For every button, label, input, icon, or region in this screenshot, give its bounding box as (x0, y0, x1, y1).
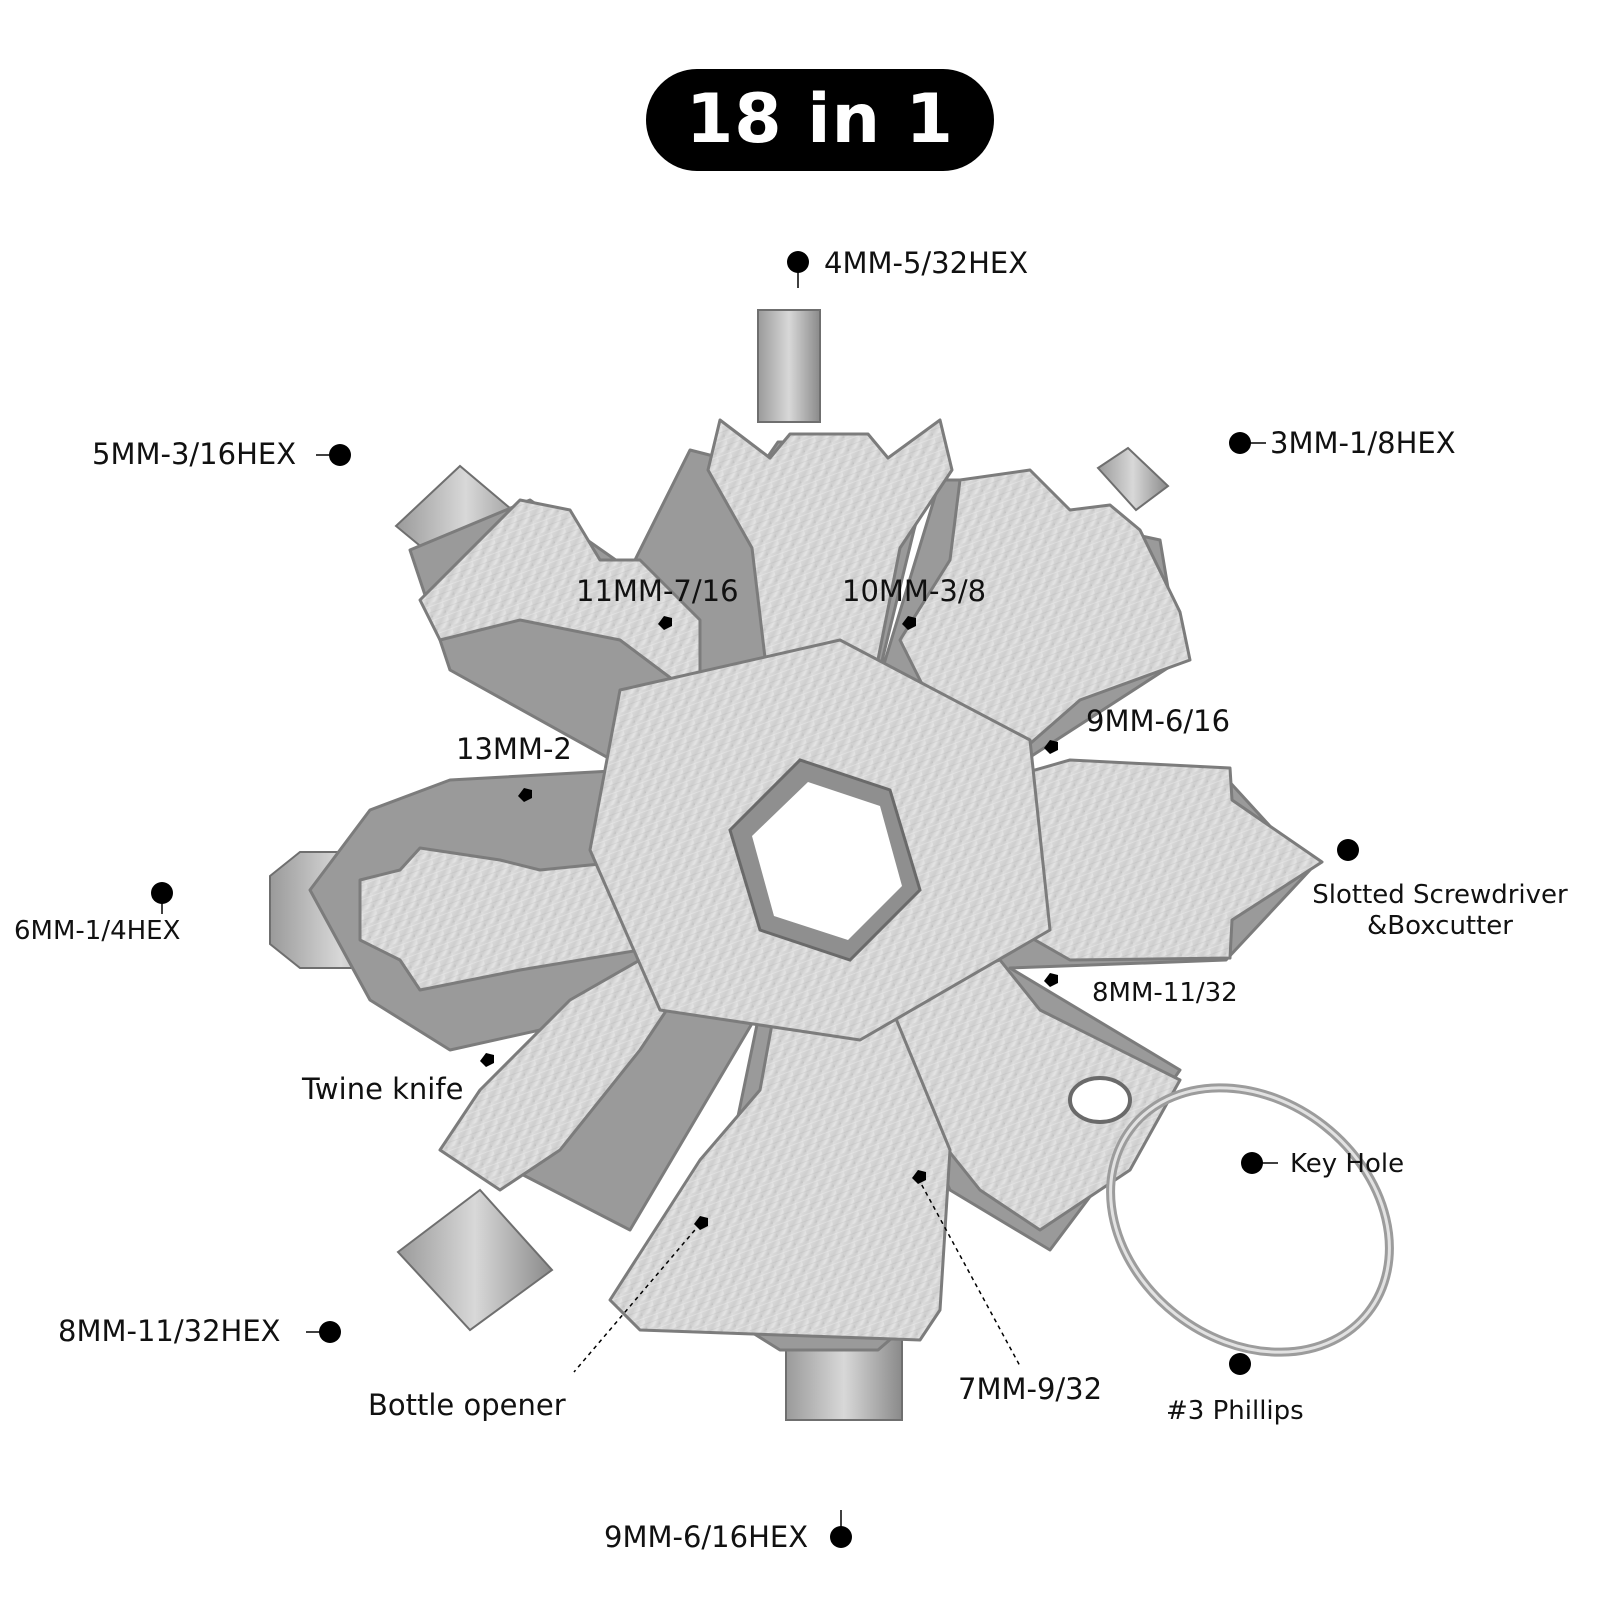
title-badge: 18 in 1 (646, 69, 994, 171)
label-8mm-hex: 8MM-11/32HEX (58, 1314, 281, 1348)
label-5mm-hex: 5MM-3/16HEX (92, 437, 297, 471)
label-6mm-hex: 6MM-1/4HEX (14, 916, 181, 946)
label-bottle-opener: Bottle opener (368, 1388, 566, 1422)
label-11mm: 11MM-7/16 (576, 574, 739, 608)
marker-phillips (1229, 1353, 1251, 1375)
marker-slotted (1337, 839, 1359, 861)
hex-bit-lower-left (396, 1188, 554, 1332)
leader-lines (161, 262, 1278, 1537)
label-slotted-line2: &Boxcutter (1367, 911, 1513, 942)
key-hole (1068, 1076, 1132, 1124)
label-8mm: 8MM-11/32 (1092, 978, 1238, 1008)
label-4mm-hex: 4MM-5/32HEX (824, 246, 1029, 280)
marker-9mm (1044, 740, 1058, 754)
label-7mm: 7MM-9/32 (958, 1372, 1103, 1406)
hex-bit-upper-right (1096, 446, 1170, 512)
label-key-hole: Key Hole (1290, 1149, 1405, 1179)
label-twine-knife: Twine knife (302, 1072, 464, 1106)
title: 18 in 1 (685, 80, 954, 159)
hex-bit-top (757, 309, 821, 423)
label-13mm: 13MM-2 (456, 732, 572, 766)
label-3mm-hex: 3MM-1/8HEX (1270, 426, 1456, 460)
center-hex-hole (728, 758, 922, 962)
label-9mm-hex: 9MM-6/16HEX (604, 1520, 809, 1554)
marker-10mm (902, 616, 916, 630)
label-slotted-screwdriver: Slotted Screwdriver &Boxcutter (1310, 880, 1570, 942)
label-9mm: 9MM-6/16 (1086, 704, 1231, 738)
label-slotted-line1: Slotted Screwdriver (1312, 880, 1568, 910)
marker-7mm (912, 1170, 926, 1184)
marker-twine-knife (480, 1053, 494, 1067)
marker-11mm (658, 616, 672, 630)
label-phillips: #3 Phillips (1166, 1396, 1304, 1426)
label-10mm: 10MM-3/8 (842, 574, 987, 608)
marker-8mm (1044, 973, 1058, 987)
marker-13mm (518, 788, 532, 802)
key-ring (1106, 1083, 1394, 1357)
